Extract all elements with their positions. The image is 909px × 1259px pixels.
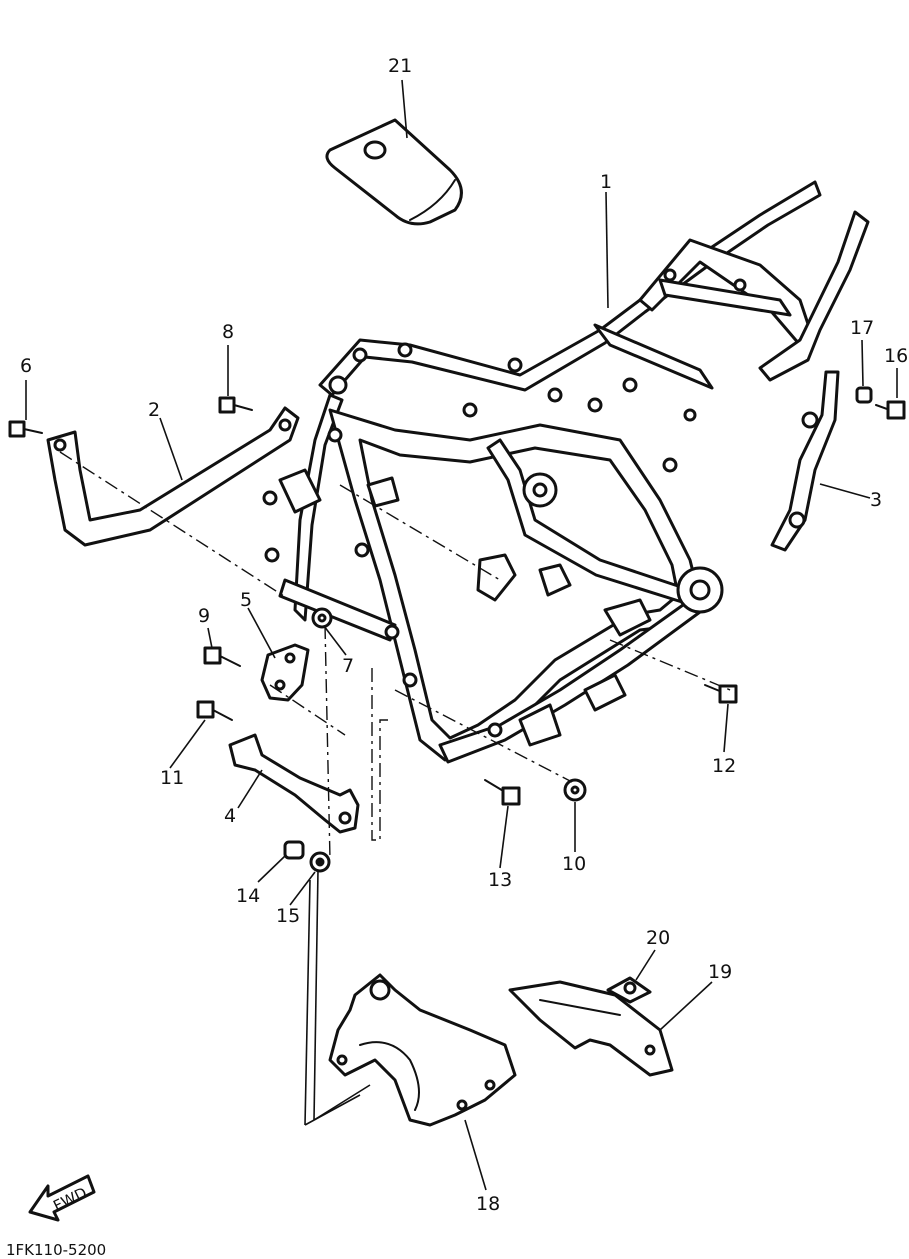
callout-12: 12	[712, 755, 736, 777]
fwd-label: FWD	[50, 1184, 89, 1216]
callout-6: 6	[20, 355, 32, 377]
part-16-bolt[interactable]	[875, 400, 906, 420]
part-8-bolt[interactable]	[218, 396, 253, 414]
callout-18: 18	[476, 1193, 500, 1215]
part-2-bracket[interactable]	[46, 406, 300, 547]
part-9-bolt[interactable]	[203, 646, 241, 667]
callout-16: 16	[884, 345, 908, 367]
part-14-collar[interactable]	[283, 840, 305, 860]
callout-2: 2	[148, 399, 160, 421]
part-19-side-plate[interactable]	[508, 980, 674, 1077]
callout-15: 15	[276, 905, 300, 927]
part-12-bolt[interactable]	[704, 684, 738, 704]
callout-10: 10	[562, 853, 586, 875]
callout-4: 4	[224, 805, 236, 827]
part-17-collar[interactable]	[855, 386, 873, 404]
alignment-lines	[59, 451, 736, 1126]
part-10-nut[interactable]	[563, 778, 587, 802]
callout-7: 7	[342, 655, 354, 677]
part-13-bolt[interactable]	[484, 779, 521, 806]
part-6-bolt[interactable]	[8, 420, 43, 438]
callout-21: 21	[388, 55, 412, 77]
part-20-grommet[interactable]	[606, 976, 652, 1004]
part-3-stay[interactable]	[770, 370, 840, 552]
part-15-collar[interactable]	[309, 851, 331, 873]
part-4-arm[interactable]	[228, 733, 360, 834]
callout-numbers: 21 1 2 3 4 5 6 7 8 9 10 11 12 13 14 15 1…	[20, 55, 908, 1215]
callout-17: 17	[850, 317, 874, 339]
part-21-pad[interactable]	[325, 118, 463, 226]
part-7-nut[interactable]	[311, 607, 333, 629]
callout-8: 8	[222, 321, 234, 343]
part-18-lower-cover[interactable]	[328, 973, 517, 1127]
callout-11: 11	[160, 767, 184, 789]
callout-3: 3	[870, 489, 882, 511]
callout-13: 13	[488, 869, 512, 891]
callout-9: 9	[198, 605, 210, 627]
part-5-plate[interactable]	[260, 643, 310, 702]
callout-1: 1	[600, 171, 612, 193]
leader-lines	[25, 79, 898, 1191]
part-1-main-frame[interactable]	[262, 180, 870, 764]
callout-14: 14	[236, 885, 260, 907]
callout-20: 20	[646, 927, 670, 949]
part-11-bolt[interactable]	[196, 700, 233, 721]
callout-5: 5	[240, 589, 252, 611]
figure-code: 1FK110-5200	[6, 1241, 106, 1259]
fwd-arrow: FWD	[28, 1174, 96, 1222]
callout-19: 19	[708, 961, 732, 983]
